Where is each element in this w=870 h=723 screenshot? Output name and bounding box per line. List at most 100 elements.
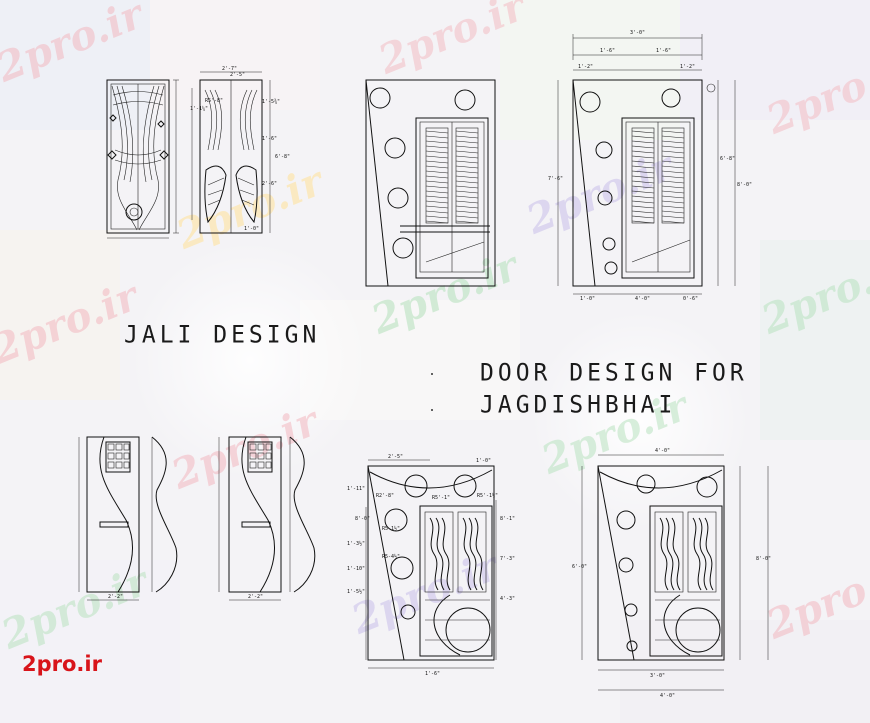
door-elevation-top-b: 3'-0" 1'-6" 1'-6" 1'-2" 1'-2" 6'-8" 8'-0… <box>548 30 752 302</box>
dim-bl-12: 1'-10" <box>347 566 365 572</box>
louver-slat <box>631 145 655 149</box>
jali-panel-bottom-1: 2'-2" <box>78 436 140 601</box>
louver-slat <box>425 220 449 224</box>
louver-slat <box>661 200 685 204</box>
louver-slat <box>455 160 479 164</box>
dim-bl-8: R5-1½" <box>382 525 400 532</box>
svg-text:1'-6": 1'-6" <box>425 671 440 677</box>
louver-slat <box>661 215 685 219</box>
louver-slat <box>455 140 479 144</box>
svg-text:1'-6": 1'-6" <box>600 48 615 54</box>
svg-text:1'-2": 1'-2" <box>680 64 695 70</box>
louver-slat <box>455 220 479 224</box>
svg-text:2'-5": 2'-5" <box>230 72 245 78</box>
louver-slat <box>425 165 449 169</box>
dim-br-1: 4'-0" <box>655 448 670 454</box>
louver-slat <box>631 150 655 154</box>
louver-slat <box>425 160 449 164</box>
svg-text:4'-0": 4'-0" <box>660 693 675 699</box>
dim-jali-5: 1'-0" <box>244 226 259 232</box>
louver-slat <box>425 180 449 184</box>
louver-slat <box>455 185 479 189</box>
door-elevation-top-a <box>365 79 496 287</box>
louver-slat <box>631 185 655 189</box>
louver-slat <box>631 205 655 209</box>
svg-text:1'-1¼": 1'-1¼" <box>190 106 208 112</box>
louver-slat <box>425 130 449 134</box>
louver-slat <box>631 190 655 194</box>
louver-slat <box>661 145 685 149</box>
louver-slat <box>631 175 655 179</box>
louver-slat <box>455 175 479 179</box>
louver-slat <box>425 215 449 219</box>
svg-text:0'-6": 0'-6" <box>683 296 698 302</box>
louver-slat <box>661 175 685 179</box>
dim-top-height: 6'-8" <box>720 156 735 162</box>
dim-bl-15: 4'-3" <box>500 596 515 602</box>
dim-jali-2: 1'-6" <box>262 136 277 142</box>
dim-jali-3: 6'-8" <box>275 154 290 160</box>
louver-slat <box>661 165 685 169</box>
louver-slat <box>661 140 685 144</box>
louver-slat <box>455 210 479 214</box>
dim-bl-3: 1'-11" <box>347 486 365 492</box>
louver-slat <box>631 155 655 159</box>
louver-slat <box>631 200 655 204</box>
svg-text:1'-2": 1'-2" <box>578 64 593 70</box>
louver-slat <box>631 195 655 199</box>
louver-slat <box>661 195 685 199</box>
louver-slat <box>425 145 449 149</box>
louver-slat <box>455 195 479 199</box>
louver-slat <box>631 220 655 224</box>
svg-text:1'-6": 1'-6" <box>656 48 671 54</box>
jali-door-elevation-1 <box>106 79 179 239</box>
louver-slat <box>455 155 479 159</box>
louver-slat <box>661 205 685 209</box>
door-elevation-bottom-a: 2'-5" 1'-0" 1'-11" 8'-0" R2'-8" R5'-1" R… <box>347 454 515 677</box>
louver-slat <box>425 190 449 194</box>
louver-slat <box>425 210 449 214</box>
louver-slat <box>425 200 449 204</box>
louver-slat <box>455 190 479 194</box>
louver-slat <box>661 155 685 159</box>
dim-jali-radius: R5'-8" <box>205 98 223 104</box>
dim-top-total: 8'-0" <box>737 182 752 188</box>
louver-slat <box>661 190 685 194</box>
dim-jali-1: 1'-5¾" <box>262 99 280 105</box>
louver-slat <box>661 160 685 164</box>
door-design-subtitle: JAGDISHBHAI <box>480 391 677 419</box>
door-elevation-bottom-b: 4'-0" 6'-0" 8'-0" 3'-0" 4'-0" <box>572 448 771 699</box>
svg-text:2'-2": 2'-2" <box>248 594 263 600</box>
dim-top-inner: 4'-0" <box>635 296 650 302</box>
louver-slat <box>631 160 655 164</box>
louver-slat <box>631 215 655 219</box>
door-design-title: DOOR DESIGN FOR <box>480 359 748 387</box>
svg-text:2'-2": 2'-2" <box>108 594 123 600</box>
louver-slat <box>631 180 655 184</box>
dim-br-3: 8'-0" <box>756 556 771 562</box>
louver-slat <box>455 180 479 184</box>
jali-door-elevation-2: 2'-7" 2'-5" 1'-5¾" 1'-6" 6'-8" 2'-6" R5'… <box>190 66 290 234</box>
dim-bl-7: R5'-1½" <box>477 492 498 499</box>
dim-bl-10: 1'-3½" <box>347 540 365 547</box>
jali-design-title: JALI DESIGN <box>124 321 321 349</box>
dim-jali-width: 2'-7" <box>222 66 237 72</box>
dim-br-2: 6'-0" <box>572 564 587 570</box>
dim-br-4: 3'-0" <box>650 673 665 679</box>
louver-slat <box>661 210 685 214</box>
louver-slat <box>661 130 685 134</box>
dim-bl-6: R5'-1" <box>432 495 450 501</box>
louver-slat <box>455 165 479 169</box>
jali-panel-bottom-2: 2'-2" <box>218 436 282 601</box>
dim-bl-14: 7'-3" <box>500 556 515 562</box>
dim-jali-4: 2'-6" <box>262 181 277 187</box>
louver-slat <box>455 145 479 149</box>
dim-bl-4: 8'-0" <box>355 516 370 522</box>
louver-slat <box>631 170 655 174</box>
louver-slat <box>631 140 655 144</box>
dim-bl-1: 2'-5" <box>388 454 403 460</box>
dim-bl-13: 8'-1" <box>500 516 515 522</box>
louver-slat <box>661 170 685 174</box>
